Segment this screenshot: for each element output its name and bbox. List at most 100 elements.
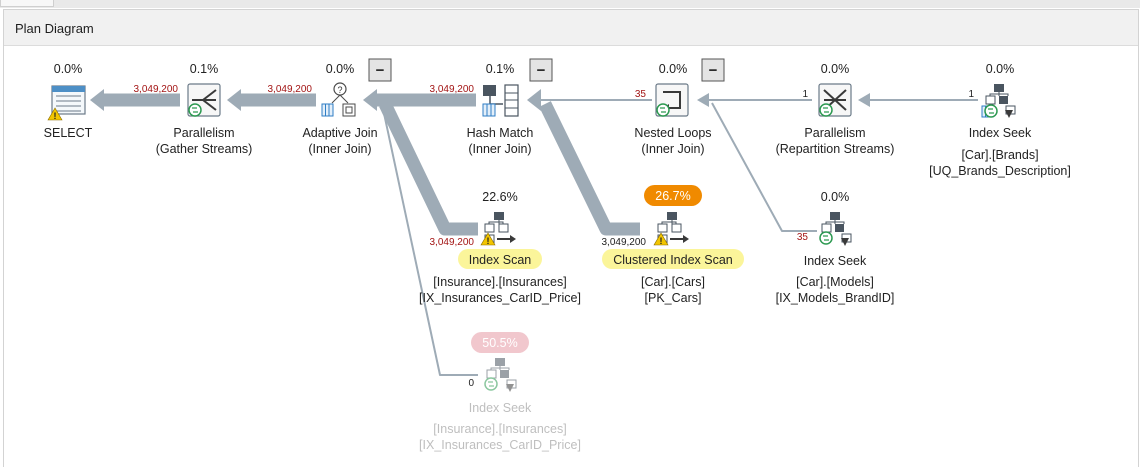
operator-highlight (458, 249, 542, 269)
index-label: [PK_Cars] (645, 291, 702, 305)
operator-sublabel: (Inner Join) (641, 142, 704, 156)
svg-text:!: ! (487, 236, 490, 246)
node-repartition-streams[interactable]: 0.0% Parallelism (Repartition Streams) (776, 62, 895, 156)
node-clustered-index-scan-cars[interactable]: 26.7% ! Clustered Index Scan [Car].[Cars… (602, 185, 744, 305)
node-select[interactable]: 0.0% ! SELECT (44, 62, 93, 140)
rowcount-models-to-nested: 35 (797, 232, 809, 243)
cost-label: 0.1% (190, 62, 219, 76)
operator-sublabel: (Inner Join) (468, 142, 531, 156)
cost-label: 22.6% (482, 190, 517, 204)
cost-label: 0.0% (821, 190, 850, 204)
index-label: [IX_Insurances_CarID_Price] (419, 291, 581, 305)
rowcount-cars-to-hash: 3,049,200 (602, 237, 647, 248)
rowcount-nested-to-hash: 35 (635, 89, 647, 100)
operator-sublabel: (Gather Streams) (156, 142, 253, 156)
adaptive-join-icon: ? (331, 82, 356, 117)
collapse-glyph: − (537, 62, 546, 79)
svg-text:!: ! (54, 111, 57, 121)
operator-label: Adaptive Join (302, 126, 377, 140)
node-index-scan-insurances[interactable]: 22.6% ! Index Scan [Insurance].[Insuranc… (419, 190, 581, 305)
collapse-button[interactable]: − (368, 58, 392, 82)
operator-label: SELECT (44, 126, 93, 140)
panel-title: Plan Diagram (15, 21, 94, 36)
rowcount-gather-to-select: 3,049,200 (134, 84, 179, 95)
node-index-seek-models[interactable]: 0.0% Index Seek [Car].[Models] [IX_Model… (776, 190, 895, 305)
collapse-glyph: − (709, 62, 718, 79)
edge-insscan-to-adaptive[interactable] (379, 101, 478, 236)
warning-icon: ! (47, 107, 63, 121)
rowcount-insscan-to-adaptive: 3,049,200 (430, 237, 475, 248)
cost-label: 0.0% (326, 62, 355, 76)
node-gather-streams[interactable]: 0.1% Parallelism (Gather Streams) (156, 62, 253, 156)
parallel-badge-icon (819, 231, 833, 245)
warning-icon: ! (653, 232, 669, 246)
edge-cars-to-hash[interactable] (539, 101, 640, 236)
operator-label: Clustered Index Scan (613, 253, 733, 267)
edge-insseek-to-adaptive[interactable] (381, 103, 478, 376)
operator-label: Index Seek (469, 401, 532, 415)
cost-badge (471, 332, 529, 353)
operator-sublabel: (Inner Join) (308, 142, 371, 156)
parallel-badge-icon (819, 103, 833, 117)
collapse-glyph: − (376, 62, 385, 79)
arrowhead (527, 89, 541, 111)
svg-text:!: ! (660, 236, 663, 246)
rowcount-insseek-to-adaptive: 0 (468, 378, 474, 389)
node-index-seek-insurances[interactable]: 50.5% Index Seek [Insurance].[Insurances… (419, 332, 581, 452)
index-label: [UQ_Brands_Description] (929, 164, 1071, 178)
index-label: [IX_Models_BrandID] (776, 291, 895, 305)
warning-icon: ! (480, 232, 496, 246)
operator-label: Nested Loops (634, 126, 711, 140)
svg-text:?: ? (337, 85, 342, 95)
arrowhead (363, 89, 377, 111)
parallel-badge-icon (484, 377, 498, 391)
panel-header: Plan Diagram (4, 10, 1138, 46)
rowcount-repart-to-nested: 1 (802, 89, 808, 100)
tab-stub[interactable] (0, 0, 54, 7)
cost-label: 0.0% (986, 62, 1015, 76)
node-adaptive-join[interactable]: 0.0% ? Adaptive Join (Inner Join) − (302, 58, 392, 156)
cost-label: 50.5% (482, 336, 517, 350)
operator-label: Index Seek (969, 126, 1032, 140)
edge-models-to-nested[interactable] (711, 102, 817, 232)
top-tab-strip (0, 0, 1140, 8)
node-hash-match[interactable]: 0.1% Hash Match (Inner Join) − (467, 58, 553, 156)
parallel-badge-icon (188, 103, 202, 117)
edge-labels: 3,049,200 3,049,200 3,049,200 35 1 1 3,0… (134, 84, 975, 389)
arrowhead (227, 89, 241, 111)
node-index-seek-brands[interactable]: 0.0% Index Seek [Car].[Brands] [UQ_Brand… (929, 62, 1071, 178)
cost-label: 0.0% (659, 62, 688, 76)
object-label: [Car].[Models] (796, 275, 874, 289)
select-icon (51, 85, 86, 115)
batch-mode-icon (482, 103, 496, 117)
object-label: [Insurance].[Insurances] (433, 422, 566, 436)
object-label: [Insurance].[Insurances] (433, 275, 566, 289)
cost-label: 0.0% (54, 62, 83, 76)
collapse-button[interactable]: − (529, 58, 553, 82)
operator-label: Parallelism (804, 126, 865, 140)
index-label: [IX_Insurances_CarID_Price] (419, 438, 581, 452)
batch-mode-icon (321, 103, 334, 117)
rowcount-adaptive-to-gather: 3,049,200 (268, 84, 313, 95)
cost-label: 0.1% (486, 62, 515, 76)
index-seek-icon (821, 212, 852, 246)
node-nested-loops[interactable]: 0.0% Nested Loops (Inner Join) − (634, 58, 725, 156)
operator-highlight (602, 249, 744, 269)
collapse-button[interactable]: − (701, 58, 725, 82)
object-label: [Car].[Cars] (641, 275, 705, 289)
rowcount-brands-to-repart: 1 (968, 89, 974, 100)
cost-badge (644, 185, 702, 206)
parallel-badge-icon (656, 103, 670, 117)
cost-label: 0.0% (821, 62, 850, 76)
operator-sublabel: (Repartition Streams) (776, 142, 895, 156)
arrowhead (697, 93, 709, 107)
cost-label: 26.7% (655, 189, 690, 203)
rowcount-hash-to-adaptive: 3,049,200 (430, 84, 475, 95)
arrowhead (858, 93, 870, 107)
arrowhead (90, 89, 104, 111)
operator-label: Parallelism (173, 126, 234, 140)
index-seek-icon (486, 358, 517, 392)
operator-label: Index Seek (804, 254, 867, 268)
operator-label: Hash Match (467, 126, 534, 140)
